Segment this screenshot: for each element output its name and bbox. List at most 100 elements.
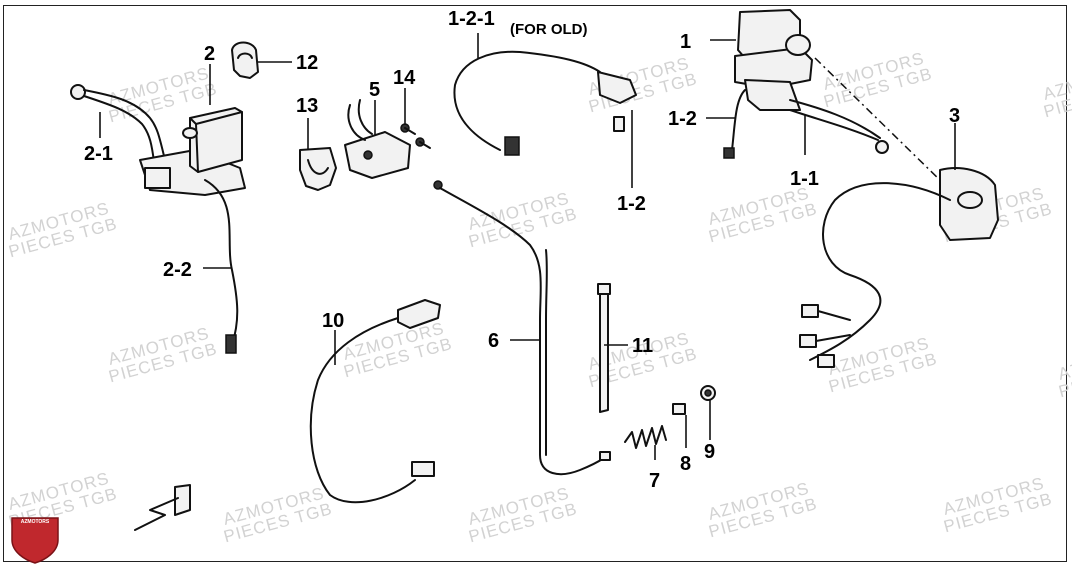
connector-3a-wire xyxy=(817,310,851,321)
diagram-frame xyxy=(3,5,1067,562)
callout-1-2-right: 1-2 xyxy=(617,193,646,215)
lever-2-1-outline xyxy=(83,89,166,161)
watermark-4: AZMOTORSPIECES TGB xyxy=(2,198,119,262)
bracket xyxy=(134,484,191,531)
connector-3a xyxy=(801,304,819,318)
logo-shield xyxy=(11,517,59,564)
throttle-housing-5 xyxy=(344,99,431,179)
cable-10-connector xyxy=(411,461,435,477)
connector-3b xyxy=(799,334,817,348)
lever-mount-1 xyxy=(744,79,801,111)
watermark-12: AZMOTORSPIECES TGB xyxy=(1052,338,1072,402)
clamp-12 xyxy=(231,41,259,79)
callout-2: 2 xyxy=(204,43,215,65)
cable-10-path xyxy=(309,317,416,504)
screw-1-2 xyxy=(613,116,625,132)
for-old-note: (FOR OLD) xyxy=(510,21,587,38)
connector-3c xyxy=(817,354,835,368)
left-master-cylinder xyxy=(70,84,246,354)
switch-wire-2-2 xyxy=(204,179,239,346)
cable-10-switch xyxy=(397,299,441,329)
cable-6-path xyxy=(439,187,605,476)
callout-9: 9 xyxy=(704,441,715,463)
watermark-15: AZMOTORSPIECES TGB xyxy=(462,483,579,547)
callout-1: 1 xyxy=(680,31,691,53)
throttle-arm xyxy=(347,104,366,141)
callout-13: 13 xyxy=(296,95,318,117)
spring-7-coil xyxy=(624,425,667,449)
watermark-3: AZMOTORSPIECES TGB xyxy=(1037,58,1072,122)
cable-6-end xyxy=(599,451,611,461)
clamp-12-inner xyxy=(237,52,253,59)
throttle-housing-body xyxy=(344,131,411,179)
clamp-13 xyxy=(299,147,337,191)
strap-11-body xyxy=(599,287,609,413)
wire-1-2-1-switch xyxy=(597,71,637,104)
watermark-16: AZMOTORSPIECES TGB xyxy=(702,478,819,542)
callout-1-1: 1-1 xyxy=(790,168,819,190)
callout-10: 10 xyxy=(322,310,344,332)
clamp-13-shape xyxy=(299,147,337,191)
callout-3: 3 xyxy=(949,105,960,127)
watermark-5: AZMOTORSPIECES TGB xyxy=(462,188,579,252)
screw-14b-shaft xyxy=(419,141,431,149)
watermark-2: AZMOTORSPIECES TGB xyxy=(817,48,934,112)
callout-1-2-left: 1-2 xyxy=(668,108,697,130)
callout-1-2-1: 1-2-1 xyxy=(448,8,495,30)
callout-2-2: 2-2 xyxy=(163,259,192,281)
lever-tip xyxy=(70,84,86,100)
cap-8 xyxy=(672,403,686,415)
cable-6-sheath xyxy=(545,249,548,456)
wire-connector-2-2 xyxy=(225,334,237,354)
switch-3 xyxy=(799,167,999,368)
bracket-arrow xyxy=(134,497,179,531)
housing-hole xyxy=(363,150,373,160)
reservoir-2 xyxy=(189,107,243,173)
watermark-14: AZMOTORSPIECES TGB xyxy=(217,483,334,547)
spring-7 xyxy=(624,425,667,449)
throttle-cable-6 xyxy=(433,180,611,476)
nut-9-hole xyxy=(704,389,712,397)
wire-1-2-connector xyxy=(723,147,735,159)
watermark-layer: AZMOTORSPIECES TGB AZMOTORSPIECES TGB AZMO… xyxy=(2,48,1072,547)
lever-1-1-tip xyxy=(875,140,889,154)
clamp-13-inner xyxy=(307,159,329,175)
callout-8: 8 xyxy=(680,453,691,475)
callout-6: 6 xyxy=(488,330,499,352)
strap-11 xyxy=(597,283,611,413)
watermark-6: AZMOTORSPIECES TGB xyxy=(702,183,819,247)
callout-12: 12 xyxy=(296,52,318,74)
watermark-9: AZMOTORSPIECES TGB xyxy=(337,318,454,382)
azmotors-logo: AZMOTORS xyxy=(11,517,59,564)
watermark-8: AZMOTORSPIECES TGB xyxy=(102,323,219,387)
watermark-17: AZMOTORSPIECES TGB xyxy=(937,473,1054,537)
wire-1-2-1-path xyxy=(453,50,601,151)
callout-11: 11 xyxy=(632,335,653,357)
cable-10 xyxy=(309,299,441,504)
sensor-wire-1-2-1 xyxy=(453,50,637,156)
centerline xyxy=(814,57,946,186)
lever-1-1-bottom xyxy=(789,99,881,139)
bracket-body xyxy=(174,484,191,516)
callout-2-1: 2-1 xyxy=(84,143,113,165)
clamp-block xyxy=(144,167,171,189)
clamp-12-shape xyxy=(231,41,259,79)
connector-3b-wire xyxy=(815,334,851,342)
callout-14: 14 xyxy=(393,67,416,89)
right-master-cylinder xyxy=(723,9,946,186)
callout-labels: 1 1-1 1-2 1-2 1-2-1 2 2-1 2-2 3 5 6 7 8 … xyxy=(84,8,960,492)
throttle-arm-2 xyxy=(357,99,373,135)
logo-text: AZMOTORS xyxy=(21,519,50,525)
callout-5: 5 xyxy=(369,79,380,101)
wire-1-2-1-connector xyxy=(504,136,520,156)
switch-3-harness xyxy=(809,182,951,361)
screw-14a-shaft xyxy=(404,127,416,135)
wire-1-2 xyxy=(731,89,746,151)
leader-lines xyxy=(99,33,956,460)
strap-11-head xyxy=(597,283,611,295)
watermark-11: AZMOTORSPIECES TGB xyxy=(822,333,939,397)
callout-7: 7 xyxy=(649,470,660,492)
switch-3-button xyxy=(957,191,983,209)
lever-2-1-inner xyxy=(83,95,155,163)
